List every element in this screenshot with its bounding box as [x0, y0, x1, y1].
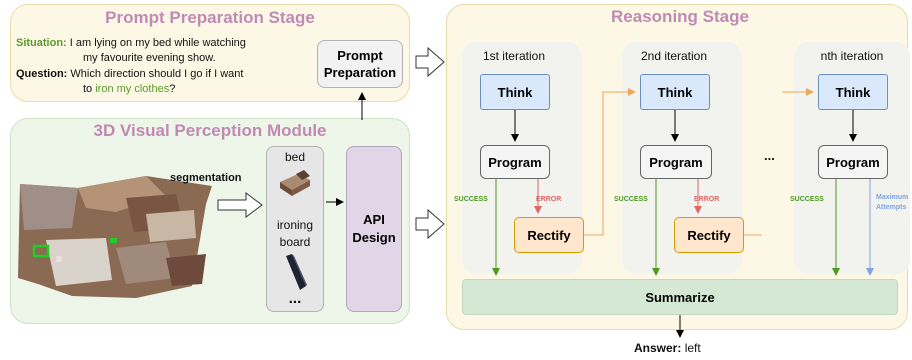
iteration-1-label: 1st iteration — [482, 49, 546, 63]
segmentation-label: segmentation — [170, 172, 242, 184]
summarize-box: Summarize — [462, 279, 898, 315]
prompt-preparation-box: Prompt Preparation — [317, 40, 403, 88]
object-bed-label: bed — [284, 150, 306, 164]
situation-text-2: my favourite evening show. — [83, 52, 216, 64]
api-line2: Design — [352, 230, 396, 245]
scene-scan-image — [18, 176, 212, 298]
iterations-ellipsis: ... — [764, 148, 775, 163]
objects-ellipsis: ... — [288, 290, 302, 307]
think-box-n: Think — [818, 74, 888, 110]
block-arrow-api-to-reasoning — [415, 208, 445, 240]
object-ironing-label-2: board — [279, 235, 311, 249]
error-label-1: ERROR — [536, 196, 562, 203]
question-line-2: to iron my clothes? — [83, 83, 175, 95]
question-text-1: Which direction should I go if I want — [70, 68, 244, 80]
iteration-2-label: 2nd iteration — [640, 49, 708, 63]
bed-thumbnail — [280, 170, 310, 196]
success-label-1: SUCCESS — [454, 196, 488, 203]
prompt-box-line1: Prompt — [337, 48, 383, 63]
api-design-box: API Design — [346, 146, 402, 312]
question-label: Question: — [16, 68, 68, 80]
reasoning-title: Reasoning Stage — [611, 7, 749, 26]
rectify-box-2: Rectify — [674, 217, 744, 253]
success-label-2: SUCCESS — [614, 196, 648, 203]
object-ironing-label-1: ironing — [276, 218, 314, 232]
answer-line: Answer: left — [634, 341, 701, 355]
think-box-1: Think — [480, 74, 550, 110]
max-attempts-label-2: Attempts — [876, 204, 907, 211]
answer-value: left — [684, 341, 701, 355]
program-box-n: Program — [818, 145, 888, 179]
program-box-1: Program — [480, 145, 550, 179]
think-box-2: Think — [640, 74, 710, 110]
situation-text-1: I am lying on my bed while watching — [69, 37, 246, 49]
block-arrow-prompt-to-reasoning — [415, 46, 445, 78]
iteration-n-label: nth iteration — [820, 49, 884, 63]
question-line-1: Question: Which direction should I go if… — [16, 68, 243, 80]
question-highlight: iron my clothes — [95, 83, 170, 95]
ironing-board-thumbnail — [286, 254, 307, 290]
error-label-2: ERROR — [694, 196, 720, 203]
answer-label: Answer: — [634, 341, 682, 355]
question-text-2c: ? — [169, 83, 176, 95]
success-label-n: SUCCESS — [790, 196, 824, 203]
program-box-2: Program — [640, 145, 712, 179]
prompt-stage-title: Prompt Preparation Stage — [105, 8, 315, 27]
question-text-2a: to — [83, 83, 96, 95]
max-attempts-label-1: Maximum — [876, 194, 909, 201]
prompt-box-line2: Preparation — [323, 65, 397, 80]
rectify-box-1: Rectify — [514, 217, 584, 253]
situation-line-1: Situation: I am lying on my bed while wa… — [16, 37, 246, 49]
perception-title: 3D Visual Perception Module — [93, 121, 327, 140]
situation-label: Situation: — [16, 37, 67, 49]
api-line1: API — [363, 212, 385, 227]
objects-column — [266, 146, 324, 312]
